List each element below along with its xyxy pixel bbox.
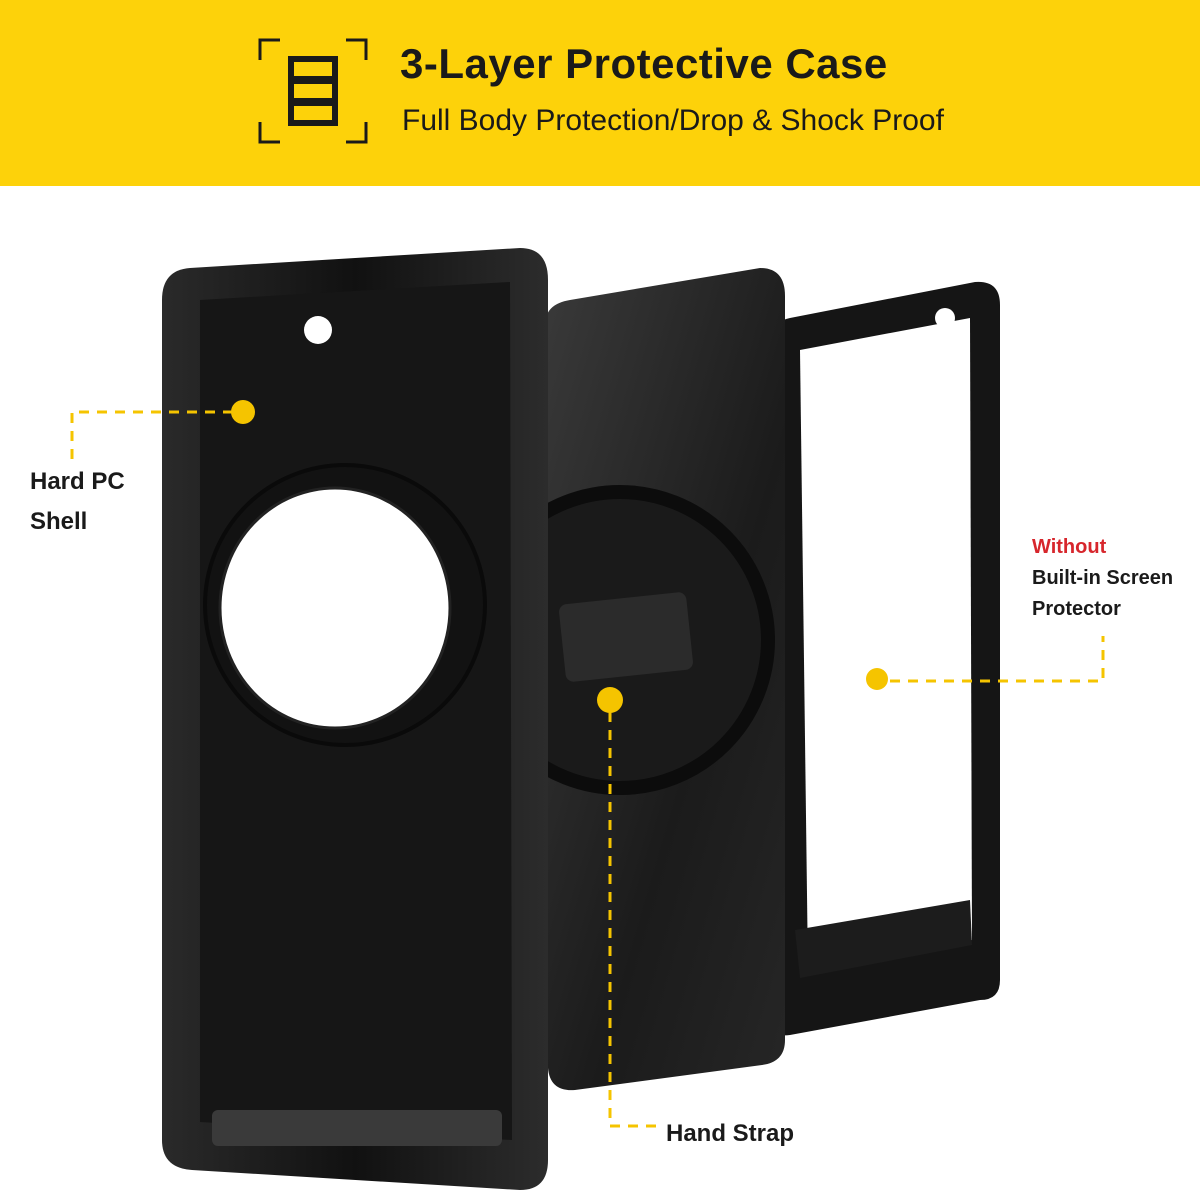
shell-label-line1: Hard PC [30,468,125,495]
screen-protector-label: Without Built-in Screen Protector [1032,532,1173,625]
layers-icon [258,38,368,144]
hard-pc-shell-label: Hard PC Shell [30,462,125,542]
banner-subtitle: Full Body Protection/Drop & Shock Proof [402,104,944,137]
screen-label-warning: Without [1032,536,1107,558]
callout-leader-lines [70,410,1105,1128]
product-illustration [70,248,1105,1190]
header-banner: 3-Layer Protective Case Full Body Protec… [0,0,1200,186]
screen-marker-dot [866,668,888,690]
screen-label-line3: Protector [1032,598,1121,620]
hard-pc-shell [162,248,548,1190]
silicone-frame [770,281,1000,1036]
banner-title: 3-Layer Protective Case [400,40,888,87]
hand-strap-label: Hand Strap [666,1120,795,1147]
screen-label-line2: Built-in Screen [1032,567,1174,589]
shell-label-line2: Shell [30,508,88,535]
